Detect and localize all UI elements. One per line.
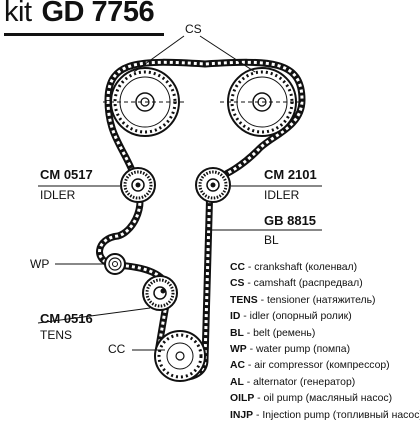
water-pump-pulley xyxy=(104,253,126,275)
camshaft-sprocket-left xyxy=(103,67,187,137)
legend-text: - alternator (генератор) xyxy=(243,376,356,388)
legend-abbr: TENS xyxy=(230,294,258,306)
legend-abbr: AL xyxy=(230,376,244,388)
legend-text: - belt (ремень) xyxy=(243,327,316,339)
legend-text: - water pump (помпа) xyxy=(246,343,351,355)
legend-text: - idler (опорный ролик) xyxy=(240,311,352,323)
cs-label: CS xyxy=(185,22,202,36)
legend-abbr: BL xyxy=(230,327,244,339)
legend-item: CC - crankshaft (коленвал) xyxy=(230,260,420,276)
legend-text: - oil pump (масляный насос) xyxy=(254,393,393,405)
legend-text: - crankshaft (коленвал) xyxy=(245,262,358,273)
timing-belt-teeth xyxy=(98,60,304,379)
legend-abbr: AC xyxy=(230,360,246,372)
wp-label: WP xyxy=(30,257,50,271)
legend-item: CS - camshaft (распредвал) xyxy=(230,276,420,292)
cc-label: CC xyxy=(108,342,126,356)
legend-abbr: ID xyxy=(230,311,241,323)
idler-pulley-cm0517 xyxy=(120,167,156,203)
kit-title: kit GD 7756 xyxy=(4,0,155,30)
tensioner-pulley-cm0516 xyxy=(142,275,178,311)
cm0517-role: IDLER xyxy=(40,188,76,202)
legend-item: INJP - Injection pump (топливный насос) xyxy=(230,408,420,424)
legend-item: AC - air compressor (компрессор) xyxy=(230,358,420,374)
legend-item: ID - idler (опорный ролик) xyxy=(230,309,420,325)
cm2101-code: CM 2101 xyxy=(264,167,317,182)
legend-abbr: INJP xyxy=(230,409,254,421)
cm2101-role: IDLER xyxy=(264,188,300,202)
gb8815-code: GB 8815 xyxy=(264,213,317,228)
legend-abbr: CC xyxy=(230,262,246,273)
abbreviation-legend: CC - crankshaft (коленвал) CS - camshaft… xyxy=(230,260,420,424)
cs-leader-left xyxy=(133,35,185,73)
idler-pulley-cm2101 xyxy=(195,167,231,203)
legend-text: - Injection pump (топливный насос) xyxy=(253,409,420,421)
legend-item: OILP - oil pump (масляный насос) xyxy=(230,391,420,407)
kit-code: GD 7756 xyxy=(41,0,155,28)
cm0516-leader xyxy=(37,307,151,324)
legend-item: TENS - tensioner (натяжитель) xyxy=(230,293,420,309)
legend-item: WP - water pump (помпа) xyxy=(230,342,420,358)
cm0516-code: CM 0516 xyxy=(40,311,93,326)
legend-text: - tensioner (натяжитель) xyxy=(257,294,376,306)
cm0517-code: CM 0517 xyxy=(40,167,93,182)
legend-text: - air compressor (компрессор) xyxy=(245,360,390,372)
legend-item: AL - alternator (генератор) xyxy=(230,375,420,391)
camshaft-sprocket-right xyxy=(220,67,304,137)
title-underline xyxy=(4,33,164,36)
crankshaft-pulley xyxy=(154,330,206,382)
cm0516-role: TENS xyxy=(40,328,73,342)
gb8815-role: BL xyxy=(264,233,279,247)
kit-word: kit xyxy=(4,0,32,28)
legend-text: - camshaft (распредвал) xyxy=(244,278,363,290)
cs-leader-right xyxy=(199,35,256,73)
legend-abbr: CS xyxy=(230,278,245,290)
legend-item: BL - belt (ремень) xyxy=(230,326,420,342)
legend-abbr: WP xyxy=(230,343,247,355)
legend-abbr: OILP xyxy=(230,393,255,405)
